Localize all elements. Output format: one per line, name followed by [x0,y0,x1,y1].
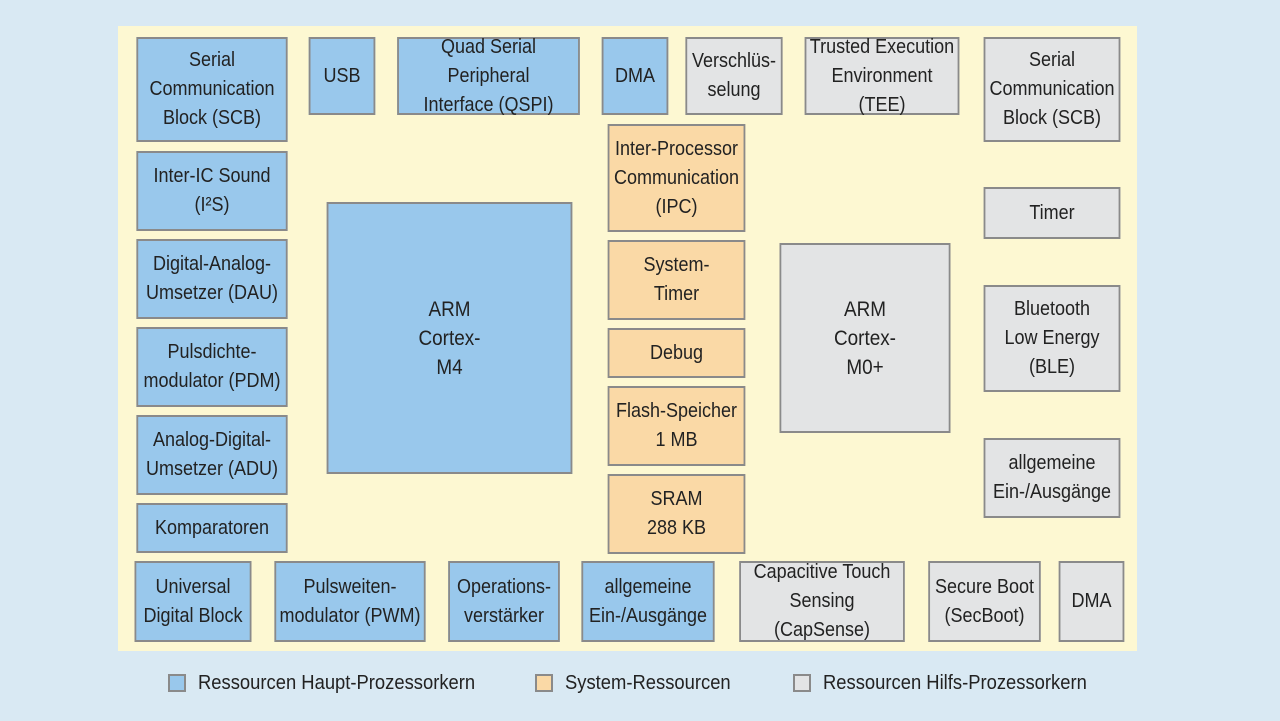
block-flash: Flash-Speicher 1 MB [607,386,746,466]
block-pdm: Pulsdichte- modulator (PDM) [136,327,288,407]
block-dma-top: DMA [601,37,669,115]
legend-swatch-auxiliary [793,674,811,692]
block-comparators: Komparatoren [136,503,288,553]
legend-system: System-Ressourcen [535,670,745,696]
block-tee: Trusted Execution Environment (TEE) [804,36,960,116]
block-adu: Analog-Digital- Umsetzer (ADU) [136,415,288,495]
block-scb-aux: Serial Communication Block (SCB) [983,37,1121,142]
block-encryption: Verschlüs- selung [685,37,783,115]
legend-label-system: System-Ressourcen [565,671,731,694]
block-udb: Universal Digital Block [134,561,252,642]
block-ipc: Inter-Processor Communication (IPC) [607,124,746,232]
block-usb: USB [308,37,376,115]
block-dma-bottom: DMA [1058,561,1125,642]
block-system-timer: System- Timer [607,240,746,320]
block-capsense: Capacitive Touch Sensing (CapSense) [739,561,905,642]
block-gpio-main: allgemeine Ein-/Ausgänge [581,561,715,642]
block-sram: SRAM 288 KB [607,474,746,554]
block-ble: Bluetooth Low Energy (BLE) [983,285,1121,392]
block-opamp: Operations- verstärker [448,561,560,642]
legend-swatch-system [535,674,553,692]
legend-swatch-main [168,674,186,692]
legend-label-auxiliary: Ressourcen Hilfs-Prozessorkern [823,671,1087,694]
block-arm-cortex-m4: ARM Cortex- M4 [326,202,573,474]
legend-label-main: Ressourcen Haupt-Prozessorkern [198,671,476,694]
block-debug: Debug [607,328,746,378]
legend-main: Ressourcen Haupt-Prozessorkern [168,670,499,696]
legend-auxiliary: Ressourcen Hilfs-Prozessorkern [793,670,1110,696]
block-dau: Digital-Analog- Umsetzer (DAU) [136,239,288,319]
block-scb-main: Serial Communication Block (SCB) [136,37,288,142]
block-arm-cortex-m0plus: ARM Cortex- M0+ [779,243,951,433]
block-qspi: Quad Serial Peripheral Interface (QSPI) [397,36,580,116]
block-timer: Timer [983,187,1121,239]
block-gpio-aux: allgemeine Ein-/Ausgänge [983,438,1121,518]
block-pwm: Pulsweiten- modulator (PWM) [274,561,426,642]
block-i2s: Inter-IC Sound (I²S) [136,151,288,231]
block-secboot: Secure Boot (SecBoot) [928,561,1041,642]
